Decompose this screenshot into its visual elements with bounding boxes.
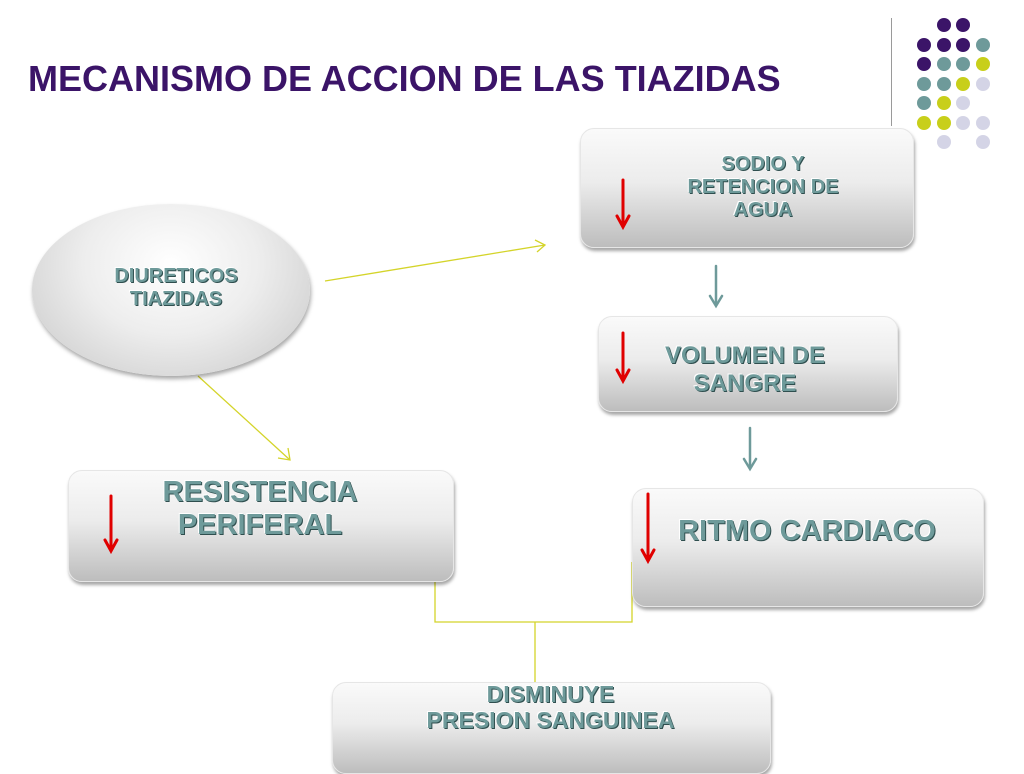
decorative-dot [975,135,990,149]
decorative-dot [936,115,951,130]
connector-diureticos-to-sodio [324,244,546,282]
red-down-arrow-icon [615,178,631,231]
decorative-dot [975,115,990,130]
node-diureticos-label: DIURETICOS TIAZIDAS [32,265,320,311]
connector-resistencia-to-join [434,562,535,623]
decorative-dot [975,37,990,52]
decorative-dot [917,96,931,110]
node-diureticos-line1: DIURETICOS [114,265,238,287]
red-down-arrow-icon [640,492,656,565]
node-diureticos-oval [32,204,310,376]
decorative-dot [975,57,990,71]
teal-down-arrow-icon [708,264,724,309]
node-resistencia-line1: RESISTENCIA [162,476,358,508]
decorative-dot [956,76,970,91]
node-resistencia-line2: PERIFERAL [177,509,343,542]
node-resistencia-box [68,470,454,582]
node-ritmo-label: RITMO CARDIACO [640,515,974,548]
decorative-dot [956,18,970,32]
decorative-dot [936,76,951,91]
connector-diureticos-to-sodio-head [534,239,547,253]
connector-diureticos-to-resistencia-head [277,447,291,461]
decorative-dot [917,57,931,71]
node-volumen-box [598,316,898,412]
decorative-dot [936,57,951,71]
node-sodio-line2: RETENCION DE [687,176,839,198]
node-ritmo-line1: RITMO CARDIACO [678,515,936,547]
red-down-arrow-icon [103,494,119,555]
decorative-dot [936,18,951,32]
node-diureticos-line2: TIAZIDAS [129,288,223,310]
decorative-dot [936,37,951,52]
decorative-dot [917,76,931,91]
decorative-dot [956,57,970,71]
decorative-dot [956,37,970,52]
decorative-dot [956,96,970,110]
decorative-dot [956,115,970,130]
node-sodio-box [580,128,914,248]
node-resistencia-label: RESISTENCIA PERIFERAL [128,476,392,543]
node-disminuye-label: DISMINUYE PRESION SANGUINEA [332,681,769,734]
title-divider [891,18,892,126]
decorative-dot [917,115,931,130]
node-sodio-line3: AGUA [733,199,793,221]
decorative-dot [917,37,931,52]
connector-diureticos-to-resistencia [197,375,291,461]
node-volumen-label: VOLUMEN DE SANGRE [630,342,860,397]
node-disminuye-box [332,682,771,774]
node-volumen-line1: VOLUMEN DE [664,342,825,369]
decorative-dot [975,76,990,91]
decorative-dot [936,135,951,149]
decorative-dot [936,96,951,110]
node-sodio-label: SODIO Y RETENCION DE AGUA [648,153,878,222]
slide-title: MECANISMO DE ACCION DE LAS TIAZIDAS [28,58,781,99]
teal-down-arrow-icon [742,426,758,472]
node-disminuye-line1: DISMINUYE [486,681,615,707]
node-disminuye-line2: PRESION SANGUINEA [426,707,675,734]
node-volumen-line2: SANGRE [693,369,797,397]
node-sodio-line1: SODIO Y [721,153,805,175]
red-down-arrow-icon [615,331,631,385]
node-ritmo-box [632,488,984,607]
